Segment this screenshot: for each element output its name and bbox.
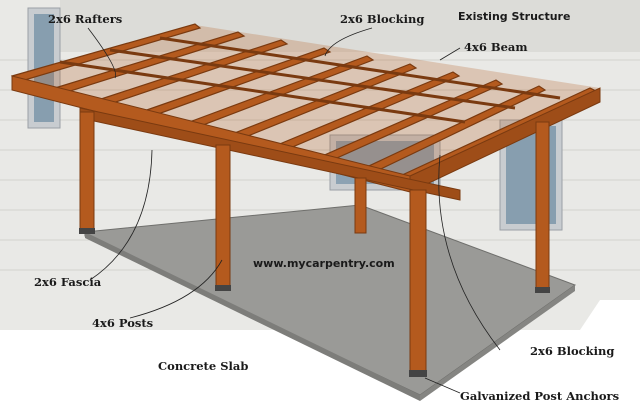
- label-slab: Concrete Slab: [158, 359, 249, 373]
- roof-eave: [60, 0, 640, 52]
- label-anchors: Galvanized Post Anchors: [460, 389, 620, 403]
- roof-top-face: [12, 25, 600, 180]
- post-3: [409, 189, 427, 376]
- post-4: [535, 121, 550, 293]
- label-blocking-bottom: 2x6 Blocking: [530, 344, 615, 358]
- label-beam: 4x6 Beam: [464, 40, 528, 54]
- posts: [79, 111, 550, 376]
- post-5: [354, 177, 367, 234]
- post-anchors: [79, 228, 550, 377]
- label-fascia: 2x6 Fascia: [34, 275, 102, 289]
- post-1: [79, 111, 95, 233]
- label-blocking-top: 2x6 Blocking: [340, 12, 425, 26]
- leader-lines: [87, 27, 501, 394]
- post-2: [215, 144, 231, 291]
- label-existing-structure: Existing Structure: [458, 10, 571, 23]
- blocking-rows: [59, 36, 561, 124]
- label-website: www.mycarpentry.com: [253, 257, 395, 270]
- label-rafters: 2x6 Rafters: [48, 12, 123, 26]
- label-posts: 4x6 Posts: [92, 316, 154, 330]
